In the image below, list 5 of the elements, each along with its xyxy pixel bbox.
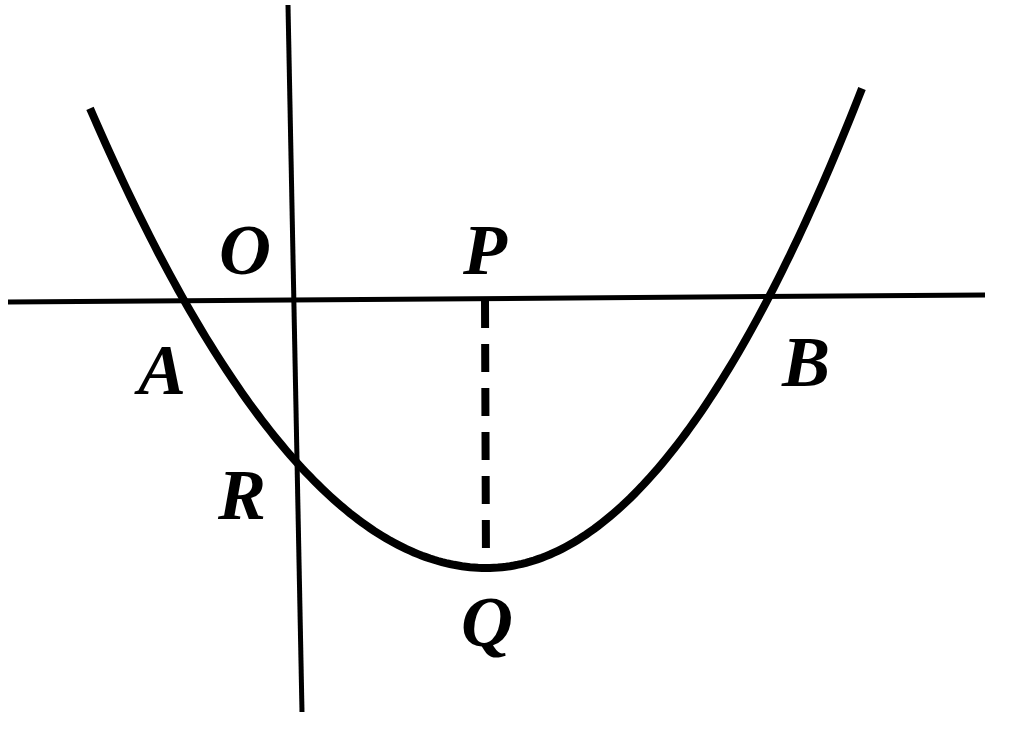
point-label: R (218, 459, 266, 531)
point-label: O (219, 214, 271, 286)
point-label: Q (461, 586, 513, 658)
point-label: P (463, 214, 507, 286)
point-label: B (782, 326, 830, 398)
